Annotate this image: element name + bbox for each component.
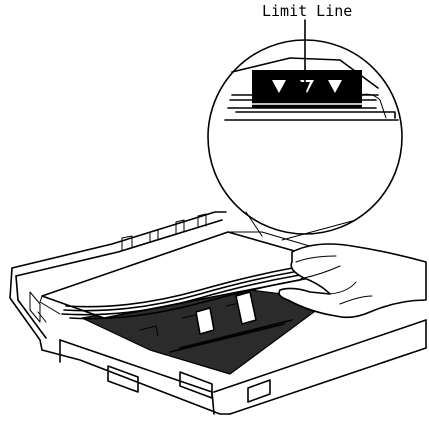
tray-front-edge (41, 349, 231, 415)
tray-front-top (59, 339, 213, 393)
hand-shape (278, 243, 427, 319)
tray-right-top (213, 319, 427, 393)
front-window-3 (247, 379, 271, 403)
limit-triangle-3 (328, 80, 342, 93)
tray-back-rim-inner (15, 219, 223, 277)
front-window-1 (107, 365, 139, 393)
tray-right-bottom (229, 347, 427, 415)
tray-back-rim (11, 211, 227, 269)
hand (278, 243, 427, 319)
side-guide (235, 291, 257, 325)
rear-guide (195, 307, 215, 335)
left-guide (29, 291, 41, 323)
limit-line-label: Limit Line (262, 2, 353, 20)
detail-ledge (235, 111, 396, 119)
pointer-arrowhead (300, 82, 310, 94)
front-window-2 (179, 371, 213, 399)
limit-triangle-1 (272, 80, 286, 93)
detail-wall-curve (359, 93, 387, 119)
tray-left-wall (9, 267, 43, 351)
callout-lead-right (281, 219, 357, 241)
magnifier-callout (207, 19, 403, 241)
